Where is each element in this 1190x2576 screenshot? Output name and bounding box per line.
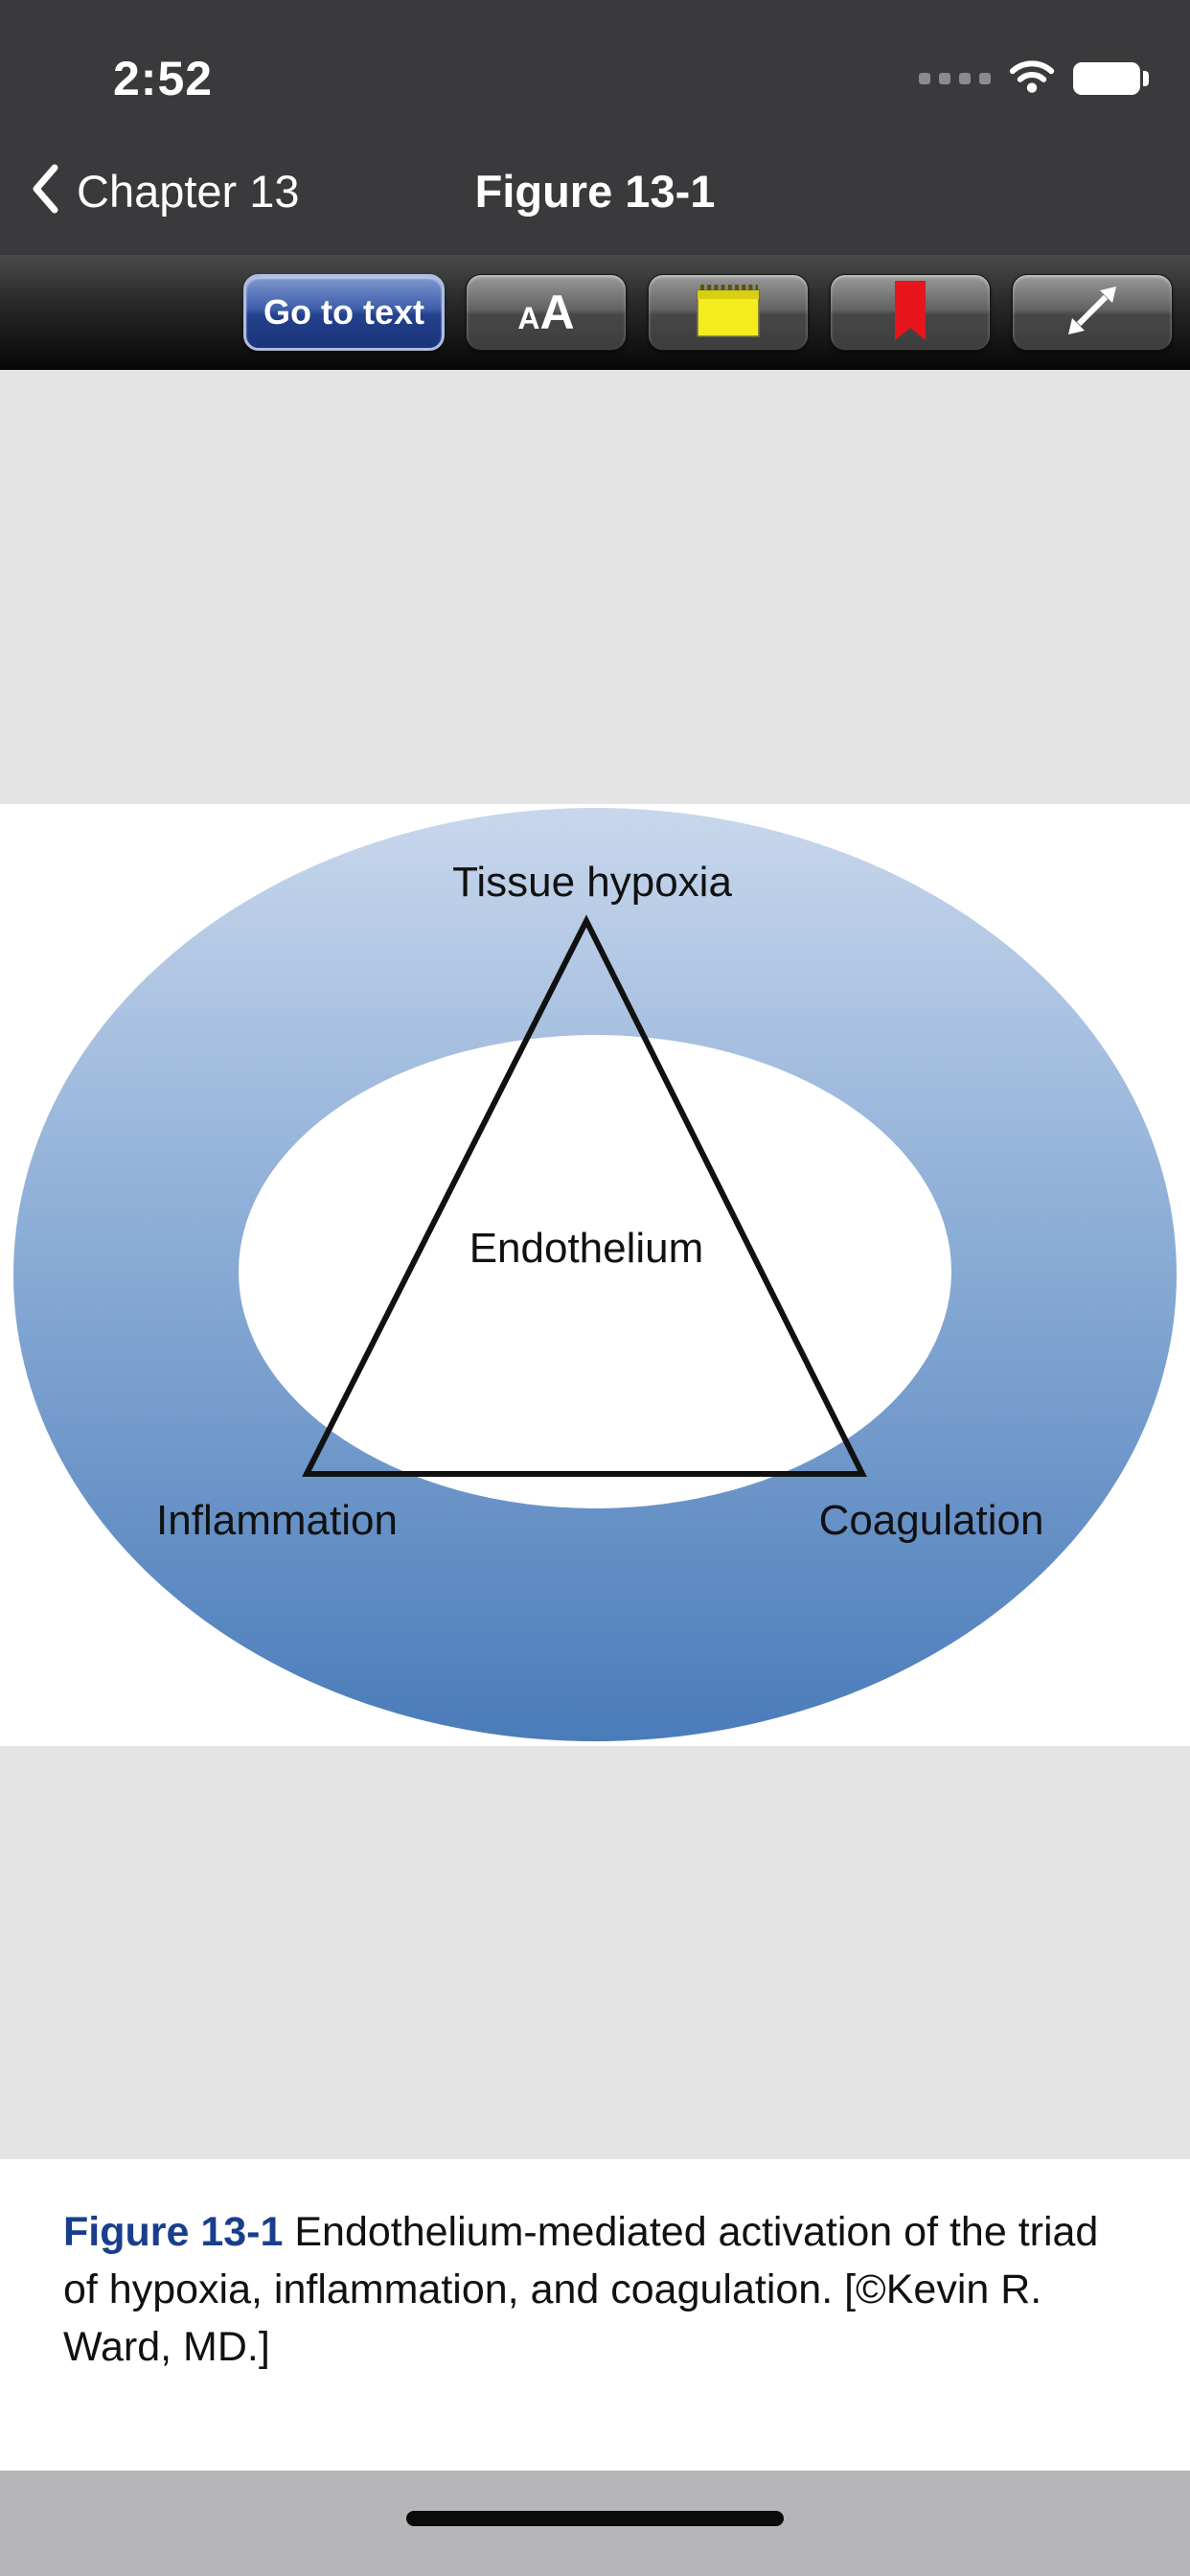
figure-label-coagulation: Coagulation (819, 1497, 1044, 1544)
nav-bar: Chapter 13 Figure 13-1 (0, 127, 1190, 255)
battery-icon (1073, 61, 1149, 95)
cellular-dot (939, 72, 950, 84)
figure-image[interactable]: Tissue hypoxia Endothelium Inflammation … (0, 804, 1190, 1746)
go-to-text-button[interactable]: Go to text (243, 274, 445, 351)
figure-panel: Tissue hypoxia Endothelium Inflammation … (0, 804, 1190, 1746)
back-button-label: Chapter 13 (77, 166, 300, 217)
bookmark-button[interactable] (830, 274, 991, 351)
chevron-left-icon (29, 162, 61, 220)
back-button[interactable]: Chapter 13 (29, 127, 300, 255)
triad-triangle (302, 914, 867, 1477)
notepad-icon (697, 283, 760, 343)
figure-label-inflammation: Inflammation (156, 1497, 398, 1544)
status-time: 2:52 (113, 51, 214, 105)
caption-figure-number: Figure 13-1 (63, 2209, 284, 2255)
fullscreen-button[interactable] (1012, 274, 1173, 351)
wifi-icon (1008, 58, 1056, 99)
font-size-large-a: A (539, 286, 575, 339)
figure-label-endothelium: Endothelium (469, 1225, 704, 1272)
expand-arrows-icon (1064, 283, 1120, 343)
font-size-small-a: A (517, 301, 540, 335)
home-indicator[interactable] (406, 2511, 784, 2526)
cellular-dot (979, 72, 991, 84)
cellular-dot (919, 72, 930, 84)
notes-button[interactable] (648, 274, 809, 351)
donut-inner-ellipse (239, 1035, 951, 1508)
status-icons (919, 58, 1149, 99)
cellular-dots-icon (919, 72, 991, 84)
status-bar: 2:52 (0, 0, 1190, 127)
figure-caption: Figure 13-1 Endothelium-mediated activat… (0, 2159, 1190, 2471)
figure-label-tissue-hypoxia: Tissue hypoxia (452, 859, 732, 906)
caption-text: Endothelium-mediated activation of the t… (63, 2209, 1099, 2371)
bookmark-icon (895, 280, 926, 345)
cellular-dot (959, 72, 971, 84)
